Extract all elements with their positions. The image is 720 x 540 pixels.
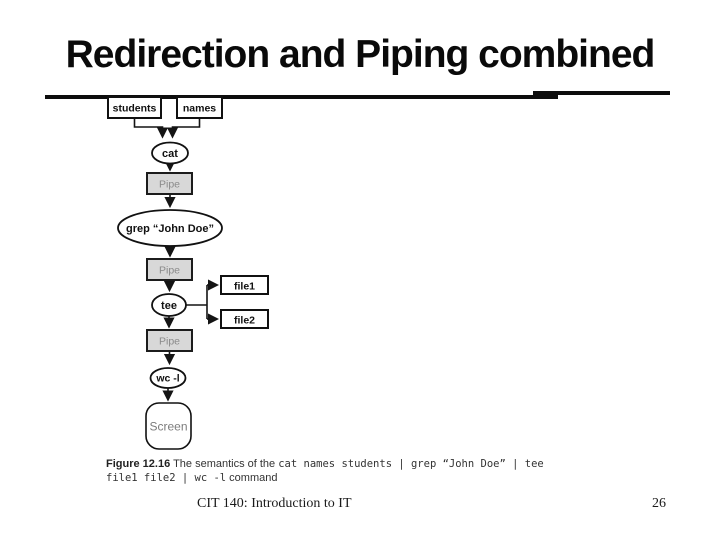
node-grep: grep “John Doe” xyxy=(117,209,223,247)
figure-caption-tail: command xyxy=(229,471,278,484)
node-pipe-3-label: Pipe xyxy=(159,336,180,348)
figure-caption: Figure 12.16 The semantics of the cat na… xyxy=(106,458,562,485)
footer-course-title: CIT 140: Introduction to IT xyxy=(197,496,352,511)
file-box-1-label: file1 xyxy=(234,281,255,293)
slide-title: Redirection and Piping combined xyxy=(65,33,656,76)
file-box-students: students xyxy=(107,96,162,119)
figure-caption-lead: The semantics of the xyxy=(173,458,276,470)
node-screen-label: Screen xyxy=(149,420,187,434)
node-wc: wc -l xyxy=(149,367,187,389)
node-tee: tee xyxy=(151,293,187,317)
file-box-names: names xyxy=(176,96,223,119)
node-screen: Screen xyxy=(145,402,192,450)
node-grep-label: grep “John Doe” xyxy=(126,223,214,235)
node-pipe-3: Pipe xyxy=(146,329,193,352)
node-pipe-2: Pipe xyxy=(146,258,193,281)
file-box-2: file2 xyxy=(220,309,269,329)
node-pipe-2-label: Pipe xyxy=(159,265,180,277)
node-pipe-1-label: Pipe xyxy=(159,179,180,191)
edge-names-to-cat xyxy=(166,118,201,139)
node-cat: cat xyxy=(151,141,189,165)
file-box-students-label: students xyxy=(113,103,157,115)
file-box-1: file1 xyxy=(220,275,269,295)
file-box-2-label: file2 xyxy=(234,315,255,327)
footer-page-number: 26 xyxy=(652,496,666,511)
edge-students-to-cat xyxy=(133,118,169,139)
node-pipe-1: Pipe xyxy=(146,172,193,195)
figure-caption-command: cat names students | grep “John Doe” | t… xyxy=(106,458,544,484)
edge-tee-branch xyxy=(186,285,208,319)
title-divider-left xyxy=(45,95,558,99)
node-cat-label: cat xyxy=(162,148,178,160)
node-tee-label: tee xyxy=(161,300,177,312)
title-divider-right xyxy=(533,91,670,95)
figure-caption-number: Figure 12.16 xyxy=(106,458,171,470)
file-box-names-label: names xyxy=(183,103,216,115)
node-wc-label: wc -l xyxy=(155,373,179,385)
